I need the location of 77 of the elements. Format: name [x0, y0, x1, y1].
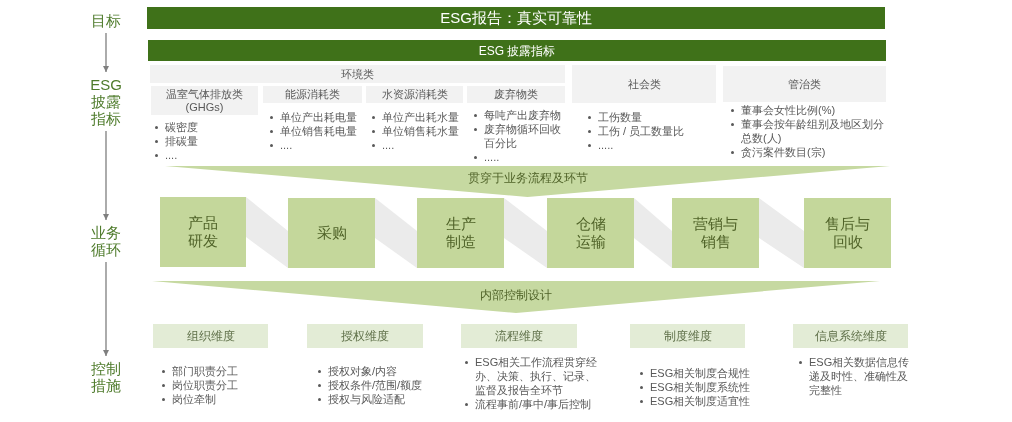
- list-item: 排碳量: [153, 134, 258, 148]
- list-item: ....: [370, 138, 465, 152]
- dimension-label: 授权维度: [341, 329, 389, 343]
- dimension-label: 组织维度: [186, 329, 235, 343]
- process-box: [547, 198, 634, 268]
- process-box: [804, 198, 891, 268]
- dimension-header: [307, 324, 423, 348]
- arrow: [103, 261, 109, 357]
- list-item: ....: [153, 148, 258, 162]
- process-box: [672, 198, 759, 268]
- dimension-header: [461, 324, 577, 348]
- list-item: 碳密度: [153, 120, 258, 134]
- flow-band: [246, 197, 288, 268]
- list-item: 董事会按年龄组别及地区划分总数(人): [729, 117, 889, 145]
- list-item: 授权条件/范围/额度: [316, 378, 434, 392]
- list-item: ....: [268, 138, 363, 152]
- row-label: 控制措施: [91, 360, 121, 394]
- list-item: ESG相关制度系统性: [638, 380, 753, 394]
- process-label: 产品研发: [187, 214, 219, 250]
- process-label: 仓储运输: [574, 215, 607, 251]
- list-item: 单位销售耗水量: [370, 124, 465, 138]
- process-label: 营销与销售: [692, 215, 739, 251]
- header-text: 管治类: [788, 77, 821, 91]
- section-bar: [148, 40, 886, 61]
- title-bar: [147, 7, 885, 29]
- list-item: 授权对象/内容: [316, 364, 434, 378]
- dimension-label: 制度维度: [663, 329, 712, 343]
- list-item: 流程事前/事中/事后控制: [463, 397, 599, 411]
- list-item: .....: [472, 150, 567, 164]
- process-label: 售后与回收: [824, 215, 871, 251]
- process-box: [417, 198, 504, 268]
- header-text: 废弃物类: [494, 88, 538, 101]
- header-text: 温室气体排放类(GHGs): [165, 87, 244, 114]
- flow-band: [634, 198, 672, 268]
- list-item: ESG相关数据信息传递及时性、准确性及完整性: [797, 355, 913, 397]
- header-text: 环境类: [341, 67, 374, 81]
- list-item: 授权与风险适配: [316, 392, 434, 406]
- banner-text: 内部控制设计: [480, 288, 552, 304]
- bar-title: ESG报告：真实可靠性: [440, 9, 592, 27]
- banner-text: 贯穿于业务流程及环节: [467, 171, 588, 187]
- header-text: 社会类: [627, 77, 661, 91]
- arrow: [103, 130, 109, 221]
- dimension-header: [153, 324, 268, 348]
- header-text: 能源消耗类: [285, 88, 340, 101]
- list-item: 董事会女性比例(%): [729, 103, 889, 117]
- list-item: 岗位职责分工: [160, 378, 270, 392]
- flow-band: [375, 198, 417, 268]
- list-item: 单位销售耗电量: [268, 124, 363, 138]
- list-item: 贪污案件数目(宗): [729, 145, 889, 159]
- header-text: 水资源消耗类: [381, 88, 448, 101]
- list-item: 工伤数量: [586, 110, 714, 124]
- flow-band: [759, 198, 804, 268]
- list-item: .....: [586, 138, 714, 152]
- dimension-label: 流程维度: [495, 329, 543, 343]
- dimension-label: 信息系统维度: [814, 329, 887, 343]
- flow-band: [504, 198, 547, 268]
- process-box: [288, 198, 375, 268]
- bar-title: ESG 披露指标: [478, 43, 556, 58]
- list-item: ESG相关制度适宜性: [638, 394, 753, 408]
- row-label: ESG披露指标: [89, 76, 123, 127]
- list-item: 单位产出耗水量: [370, 110, 465, 124]
- list-item: 工伤 / 员工数量比: [586, 124, 714, 138]
- row-label: 业务循环: [91, 224, 121, 258]
- row-label: 目标: [91, 12, 121, 29]
- list-item: 每吨产出废弃物: [472, 108, 567, 122]
- dimension-header: [630, 324, 745, 348]
- list-item: ESG相关工作流程贯穿经办、决策、执行、记录、监督及报告全环节: [463, 355, 599, 397]
- process-label: 采购: [316, 224, 347, 242]
- list-item: 废弃物循环回收百分比: [472, 122, 567, 150]
- process-label: 生产制造: [444, 215, 477, 251]
- list-item: 岗位牵制: [160, 392, 270, 406]
- process-box: [160, 197, 246, 267]
- dimension-header: [793, 324, 908, 348]
- list-item: ESG相关制度合规性: [638, 366, 753, 380]
- arrow: [103, 32, 109, 73]
- list-item: 单位产出耗电量: [268, 110, 363, 124]
- list-item: 部门职责分工: [160, 364, 270, 378]
